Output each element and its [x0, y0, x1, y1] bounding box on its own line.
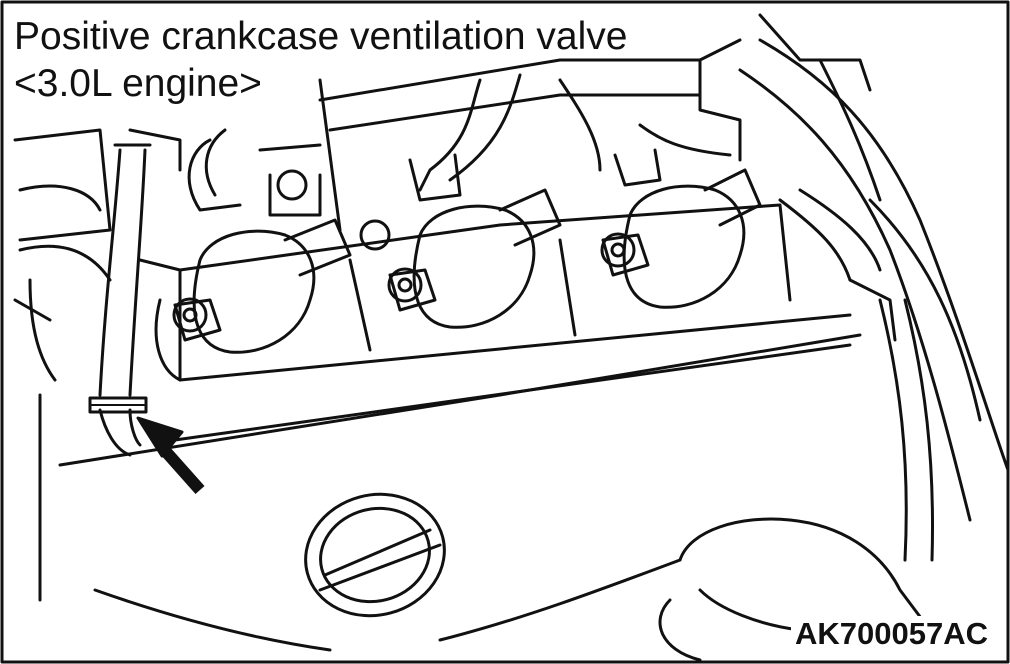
intake-pipes	[128, 38, 742, 232]
right-hoses	[738, 13, 1010, 562]
oil-filler-cap	[304, 492, 446, 618]
diagram-title-line2: <3.0L engine>	[12, 62, 268, 105]
ignition-coil-3	[600, 148, 762, 309]
pcv-valve	[88, 396, 148, 414]
left-structure	[13, 128, 112, 382]
ignition-coil-1	[172, 169, 352, 354]
pcv-hose	[98, 143, 152, 457]
figure-code: AK700057AC	[791, 616, 992, 652]
hand-outline	[658, 517, 932, 662]
diagram-title-line1: Positive crankcase ventilation valve	[12, 15, 634, 58]
pcv-arrow	[136, 416, 205, 494]
valve-cover	[38, 203, 862, 652]
ignition-coil-2	[359, 153, 562, 329]
